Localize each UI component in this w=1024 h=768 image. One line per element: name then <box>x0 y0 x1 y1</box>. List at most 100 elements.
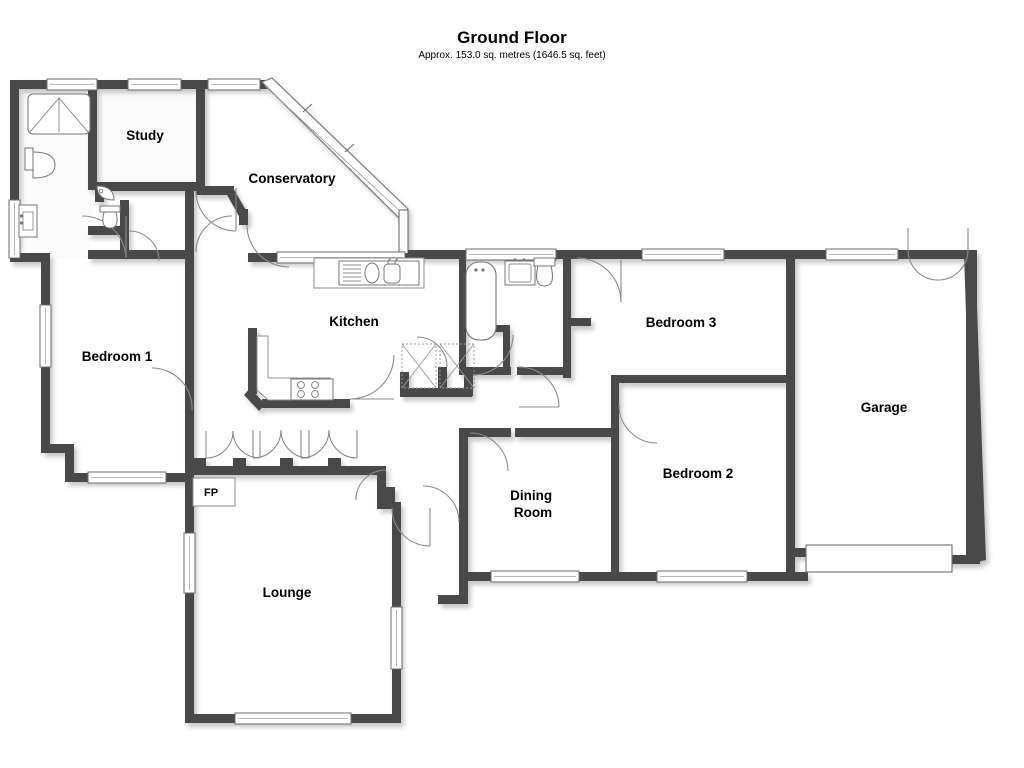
wall-garage-east-slant <box>964 250 986 563</box>
door-bedroom1 <box>151 367 193 409</box>
door-lounge-c1 <box>300 429 330 459</box>
wall-hall-top <box>88 250 193 259</box>
door-lounge-a1 <box>205 430 234 459</box>
bath-main <box>465 261 497 341</box>
door-lounge-a2 <box>232 430 261 459</box>
room-label-bedroom-3: Bedroom 3 <box>646 315 717 330</box>
wall-bath-right-inner <box>503 325 510 375</box>
room-labels-group: Study Conservatory Bedroom 1 Kitchen Bed… <box>82 128 908 600</box>
door-lounge-c2 <box>328 429 358 459</box>
wall-kitchen-left-lower <box>248 372 257 394</box>
door-hall-conservatory <box>195 215 233 253</box>
wall-study-bottom <box>95 182 200 191</box>
wall-ensuite-study-divider <box>88 80 97 190</box>
door-lounge-east-lower <box>391 507 431 547</box>
annotation-fireplace: FP <box>204 487 218 499</box>
wall-kitchen-bottom <box>262 399 350 408</box>
wall-south-main <box>468 572 808 581</box>
kitchen-sink <box>313 257 425 289</box>
wall-bath-stub <box>563 318 591 326</box>
wall-lounge-top-c <box>280 458 293 467</box>
wall-conservatory-inner-b <box>239 209 248 225</box>
wall-lounge-top-b <box>233 458 246 467</box>
floor-fills <box>22 78 975 723</box>
wall-dining-bottom-step <box>438 595 468 604</box>
door-swings-group <box>81 188 969 547</box>
room-label-kitchen: Kitchen <box>329 314 379 329</box>
wall-cupboard-divider <box>438 367 447 393</box>
wall-cupboard-left <box>400 372 409 396</box>
door-lounge-b1 <box>252 429 282 459</box>
wall-conservatory-inner-a <box>196 186 234 195</box>
door-lounge-east-top <box>355 469 387 501</box>
wall-garage-west <box>786 250 795 550</box>
wall-bed1-left-bay <box>41 400 50 452</box>
door-dining-west <box>422 485 460 523</box>
basin-main <box>504 258 536 286</box>
room-label-dining-room: Dining Room <box>510 488 556 520</box>
door-bathroom <box>472 334 514 376</box>
basin-ensuite <box>18 204 38 238</box>
wall-lounge-top-main <box>193 466 385 475</box>
door-bedroom2 <box>618 404 658 444</box>
wc-toilet <box>99 205 121 229</box>
wall-cupboard-right <box>464 372 473 396</box>
wall-wc-bottom <box>88 226 124 235</box>
room-label-study: Study <box>126 128 164 143</box>
door-garage-b <box>937 249 969 281</box>
wall-study-right <box>196 80 205 190</box>
door-hall-south <box>518 366 560 408</box>
room-label-lounge: Lounge <box>263 585 312 600</box>
door-study <box>195 190 237 232</box>
wall-kitchen-corner-angle <box>244 388 265 411</box>
wall-lounge-east-step <box>386 487 395 509</box>
room-label-dining-line2: Room <box>514 505 552 520</box>
room-label-bedroom-2: Bedroom 2 <box>663 466 734 481</box>
bath-ensuite <box>27 93 91 135</box>
door-bedroom3 <box>576 257 622 303</box>
wall-bed1-bay-vertical <box>65 444 74 482</box>
wall-bed2-west <box>611 432 619 580</box>
door-lounge-b2 <box>280 429 310 459</box>
door-dining-north <box>469 432 509 472</box>
wall-lounge-east-mid <box>377 487 386 509</box>
wall-dining-top-b <box>515 428 611 437</box>
wall-bed3-bed2-divider <box>611 375 791 383</box>
conservatory-east-glazing <box>398 209 409 259</box>
wall-left-outer-upper <box>10 80 19 262</box>
garage-door <box>805 544 953 573</box>
wall-bed1-east <box>185 250 194 465</box>
wall-lounge-top-a <box>193 458 206 467</box>
wall-bed1-bay-step <box>41 444 73 453</box>
wall-ensuite-bottom-step <box>10 253 50 262</box>
wall-dining-step-vertical <box>459 572 468 604</box>
room-label-garage: Garage <box>861 400 908 415</box>
wall-garage-south-step <box>786 548 795 580</box>
wall-bath-left-lower <box>459 325 466 367</box>
wall-bed2-entry <box>611 400 619 432</box>
wall-bed1-left-upper <box>41 253 50 311</box>
wc-ensuite <box>24 147 56 179</box>
fixtures-group <box>18 93 556 507</box>
wall-dining-top-a <box>459 428 511 437</box>
wall-lounge-east-top <box>377 466 386 488</box>
door-conservatory-inner <box>246 224 290 268</box>
basin-wc <box>96 185 115 201</box>
wall-dining-west <box>459 428 468 580</box>
door-kitchen <box>349 354 395 400</box>
wc-main <box>533 257 556 287</box>
storage-cupboard-2 <box>439 343 475 389</box>
room-label-dining-line1: Dining <box>510 488 552 503</box>
wall-wc-right <box>120 200 129 258</box>
wall-hall-left <box>185 191 194 259</box>
conservatory-glazing <box>260 77 409 220</box>
wall-top-left <box>10 80 222 89</box>
wall-lounge-top-d <box>328 458 341 467</box>
door-wc <box>128 230 160 262</box>
kitchen-hob <box>290 378 334 401</box>
wall-bath-left <box>459 258 466 330</box>
door-cupboard <box>416 336 448 368</box>
wall-hall-bottom <box>517 367 569 375</box>
